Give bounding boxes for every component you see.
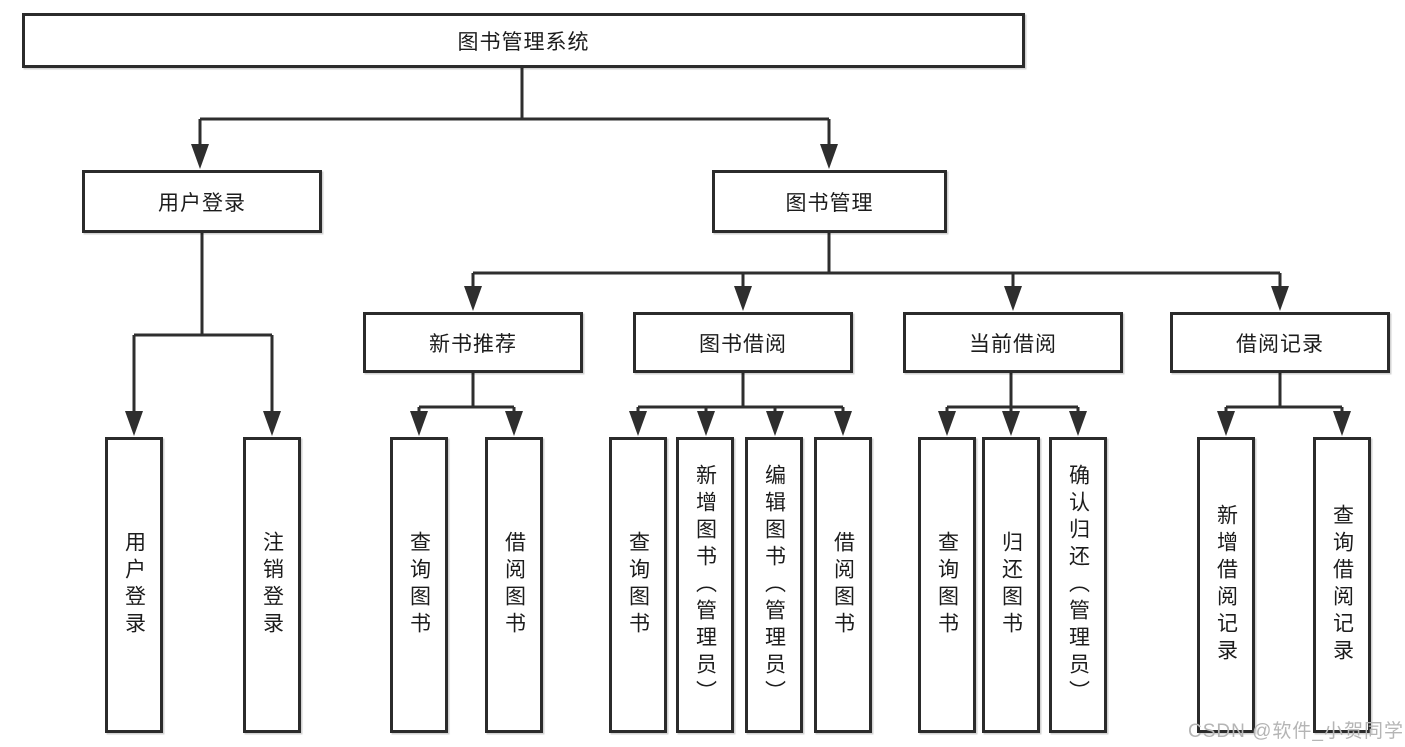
node-label: 编辑图书（管理员） bbox=[762, 463, 786, 707]
node-label: 查询借阅记录 bbox=[1330, 504, 1354, 666]
node-label: 图书借阅 bbox=[699, 332, 787, 356]
connector-book-mgmt-trunk bbox=[471, 233, 1282, 288]
arrowhead-icon bbox=[125, 411, 143, 436]
arrowhead-icon bbox=[505, 411, 523, 436]
node-label: 注销登录 bbox=[260, 531, 284, 639]
node-label: 用户登录 bbox=[122, 531, 146, 639]
leaf-query-book: 查询图书 bbox=[390, 437, 448, 733]
node-label: 新书推荐 bbox=[429, 332, 517, 356]
connector-root-trunk bbox=[198, 68, 831, 146]
arrowhead-icon bbox=[1217, 411, 1235, 436]
connector-borrow-record-group bbox=[1224, 373, 1344, 413]
leaf-logout: 注销登录 bbox=[243, 437, 301, 733]
connector-current-borrow-group bbox=[945, 373, 1080, 413]
node-label: 图书管理 bbox=[785, 191, 874, 215]
node-user-login: 用户登录 bbox=[82, 170, 322, 233]
node-label: 查询图书 bbox=[935, 531, 959, 639]
node-label: 用户登录 bbox=[158, 191, 246, 215]
node-label: 查询图书 bbox=[626, 531, 650, 639]
leaf-query-book: 查询图书 bbox=[609, 437, 667, 733]
node-label: 归还图书 bbox=[999, 531, 1023, 639]
leaf-query-book: 查询图书 bbox=[918, 437, 976, 733]
leaf-add-book-admin: 新增图书（管理员） bbox=[676, 437, 734, 733]
arrowhead-icon bbox=[820, 144, 838, 169]
arrowhead-icon bbox=[1069, 411, 1087, 436]
node-label: 当前借阅 bbox=[969, 332, 1057, 356]
arrowhead-icon bbox=[263, 411, 281, 436]
leaf-user-login: 用户登录 bbox=[105, 437, 163, 733]
node-book-borrow: 图书借阅 bbox=[633, 312, 853, 373]
node-label: 新增图书（管理员） bbox=[693, 463, 717, 707]
arrowhead-icon bbox=[1333, 411, 1351, 436]
arrowhead-icon bbox=[464, 286, 482, 311]
arrowhead-icon bbox=[1004, 286, 1022, 311]
csdn-watermark: CSDN @软件_小贺同学 bbox=[1188, 721, 1404, 742]
node-label: 借阅图书 bbox=[502, 531, 526, 639]
node-label: 新增借阅记录 bbox=[1214, 504, 1238, 666]
arrowhead-icon bbox=[938, 411, 956, 436]
connector-book-borrow-group bbox=[636, 373, 845, 413]
node-label: 图书管理系统 bbox=[457, 30, 590, 54]
leaf-edit-book-admin: 编辑图书（管理员） bbox=[745, 437, 803, 733]
arrowhead-icon bbox=[834, 411, 852, 436]
arrowhead-icon bbox=[734, 286, 752, 311]
node-book-management: 图书管理 bbox=[712, 170, 947, 233]
node-root-library-system: 图书管理系统 bbox=[22, 13, 1025, 68]
node-label: 借阅记录 bbox=[1236, 332, 1324, 356]
node-current-borrow: 当前借阅 bbox=[903, 312, 1123, 373]
arrowhead-icon bbox=[629, 411, 647, 436]
arrowhead-icon bbox=[1002, 411, 1020, 436]
connector-user-login-group bbox=[132, 233, 274, 413]
arrowhead-icon bbox=[1271, 286, 1289, 311]
node-label: 确认归还（管理员） bbox=[1066, 463, 1090, 707]
node-label: 借阅图书 bbox=[831, 531, 855, 639]
leaf-confirm-return-admin: 确认归还（管理员） bbox=[1049, 437, 1107, 733]
leaf-borrow-book: 借阅图书 bbox=[814, 437, 872, 733]
arrowhead-icon bbox=[191, 144, 209, 169]
node-new-book-recommend: 新书推荐 bbox=[363, 312, 583, 373]
node-borrow-record: 借阅记录 bbox=[1170, 312, 1390, 373]
leaf-return-book: 归还图书 bbox=[982, 437, 1040, 733]
connector-new-book-group bbox=[417, 373, 516, 413]
leaf-borrow-book: 借阅图书 bbox=[485, 437, 543, 733]
node-label: 查询图书 bbox=[407, 531, 431, 639]
leaf-query-borrow-record: 查询借阅记录 bbox=[1313, 437, 1371, 733]
arrowhead-icon bbox=[410, 411, 428, 436]
arrowhead-icon bbox=[697, 411, 715, 436]
arrowhead-icon bbox=[766, 411, 784, 436]
leaf-add-borrow-record: 新增借阅记录 bbox=[1197, 437, 1255, 733]
